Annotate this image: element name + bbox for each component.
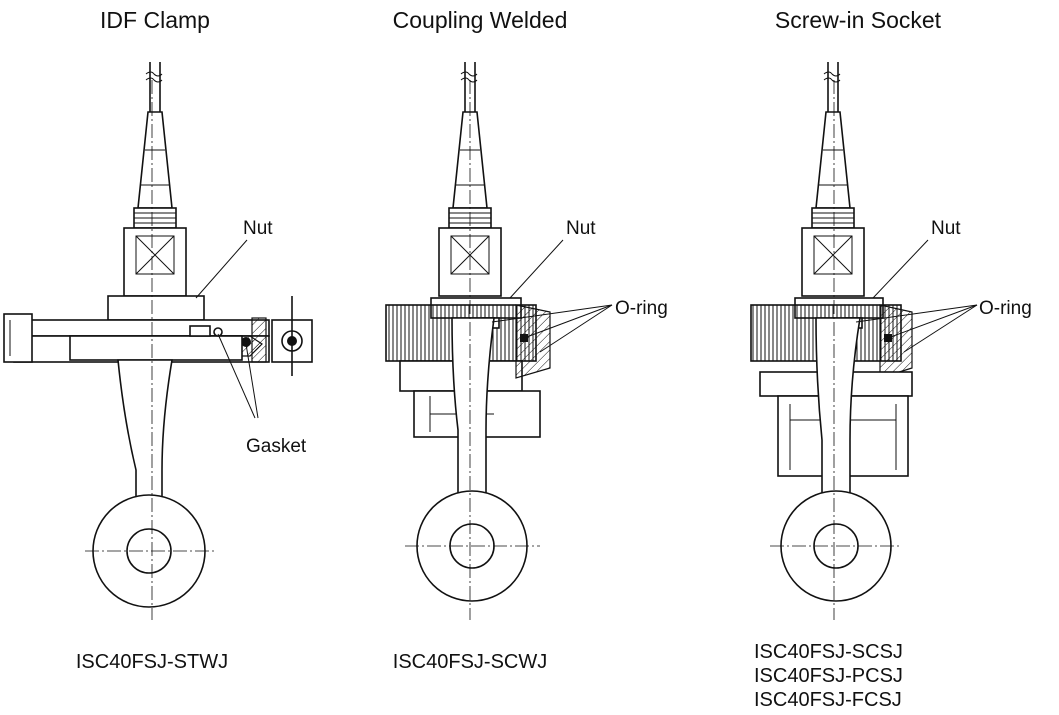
model-number-screw-3: ISC40FSJ-FCSJ [754, 689, 902, 711]
title-coupling-welded: Coupling Welded [393, 7, 568, 33]
drawing-coupling-welded [385, 62, 613, 620]
callout-nut-coupling: Nut [566, 218, 596, 239]
model-number-idf: ISC40FSJ-STWJ [76, 651, 228, 673]
model-number-coupling: ISC40FSJ-SCWJ [393, 651, 547, 673]
model-number-screw-1: ISC40FSJ-SCSJ [754, 641, 903, 663]
callout-nut-screw: Nut [931, 218, 961, 239]
model-number-screw-2: ISC40FSJ-PCSJ [754, 665, 903, 687]
drawing-screw-in-socket [750, 62, 978, 620]
callout-nut-idf: Nut [243, 218, 273, 239]
drawing-idf-clamp [3, 62, 313, 620]
callout-oring-coupling: O-ring [615, 298, 668, 319]
title-screw-in-socket: Screw-in Socket [775, 7, 942, 33]
callout-oring-screw: O-ring [979, 298, 1032, 319]
title-idf-clamp: IDF Clamp [100, 7, 210, 33]
callout-gasket-idf: Gasket [246, 436, 307, 457]
